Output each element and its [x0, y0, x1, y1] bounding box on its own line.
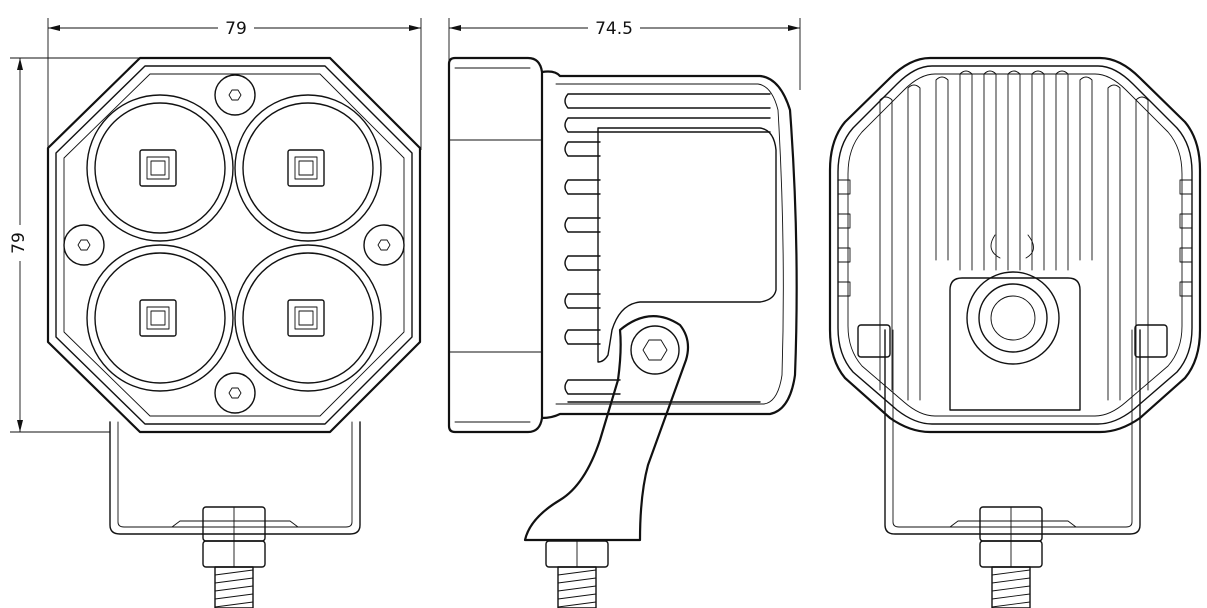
rear-connector — [949, 234, 1081, 411]
front-screw-right — [363, 224, 405, 266]
led-optic-top-right — [234, 94, 382, 242]
side-fins — [564, 93, 771, 403]
rear-side-ribs — [837, 179, 1193, 297]
rear-view — [828, 56, 1202, 608]
led-optic-bottom-right — [234, 244, 382, 392]
rear-bracket — [857, 324, 1168, 535]
rear-nut-bolt — [979, 506, 1043, 608]
side-mount-arm — [523, 315, 690, 542]
dimension-front-width: 79 — [47, 18, 422, 150]
front-housing-outline — [46, 56, 422, 434]
front-bracket — [109, 421, 361, 535]
side-bezel — [447, 56, 544, 434]
rear-housing-outline — [828, 56, 1202, 434]
front-screw-top — [214, 74, 256, 116]
side-depth-label: 74.5 — [595, 19, 633, 39]
front-screw-bottom — [214, 372, 256, 414]
dimension-front-height: 79 — [9, 57, 145, 433]
led-optic-top-left — [86, 94, 234, 242]
front-width-label: 79 — [225, 19, 247, 39]
front-height-label: 79 — [9, 232, 29, 254]
front-view — [46, 56, 422, 608]
side-view — [447, 56, 798, 608]
side-rear-plate — [597, 127, 777, 363]
led-optic-bottom-left — [86, 244, 234, 392]
front-nut-bolt — [202, 506, 266, 608]
rear-fins — [879, 70, 1149, 401]
front-screw-left — [63, 224, 105, 266]
dimension-side-depth: 74.5 — [448, 18, 801, 90]
side-housing — [541, 70, 798, 420]
side-nut-bolt — [545, 540, 609, 608]
